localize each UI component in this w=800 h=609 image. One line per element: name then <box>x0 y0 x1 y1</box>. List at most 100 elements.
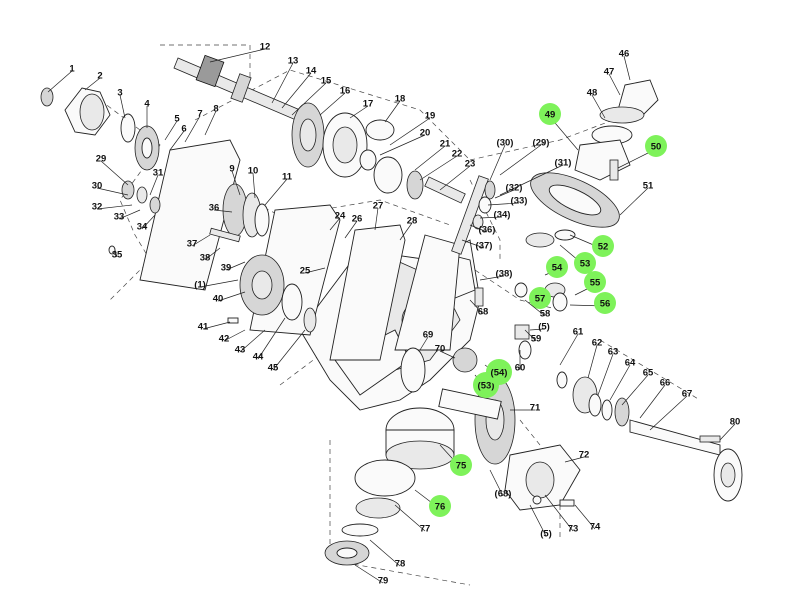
leader-line-p40 <box>217 291 246 302</box>
part-label-p2: 2 <box>97 71 102 82</box>
part-label-p10: 10 <box>248 166 259 177</box>
leader-line-p9 <box>231 170 241 196</box>
part-label-p31: 31 <box>153 168 164 179</box>
leader-line-p3 <box>119 94 126 119</box>
leader-line-p39 <box>225 261 246 271</box>
leader-line-p44 <box>257 317 286 360</box>
leader-line-p59 <box>524 329 537 342</box>
part-label-r5b: (5) <box>540 529 552 540</box>
leader-line-p58 <box>524 299 546 317</box>
part-label-r1: (1) <box>194 280 206 291</box>
part-label-p51: 51 <box>643 181 654 192</box>
leader-line-r37 <box>461 239 485 249</box>
differential-crown-assembly <box>525 79 659 248</box>
leader-line-r36 <box>469 224 488 233</box>
part-label-p74: 74 <box>590 522 601 533</box>
leader-line-r34 <box>479 216 503 219</box>
part-label-p8: 8 <box>213 104 218 115</box>
leader-line-p51 <box>619 187 649 216</box>
leader-line-p14 <box>281 72 312 109</box>
leader-line-p32 <box>96 204 133 210</box>
part-label-p41: 41 <box>198 322 209 333</box>
leader-line-p6 <box>169 130 185 151</box>
part-label-p18: 18 <box>395 94 406 105</box>
leader-line-r38 <box>479 275 505 281</box>
highlight-marker-p52 <box>592 235 614 257</box>
input-shaft <box>173 54 301 121</box>
part-label-p80: 80 <box>730 417 741 428</box>
part-label-p14: 14 <box>306 66 317 77</box>
leader-line-p16 <box>319 92 346 116</box>
upper-gear-train <box>291 102 466 204</box>
leader-line-p35 <box>114 249 118 258</box>
leader-line-p18 <box>384 100 401 123</box>
part-label-p78: 78 <box>395 559 406 570</box>
leader-line-p37 <box>191 234 211 247</box>
part-label-p12: 12 <box>260 42 271 53</box>
ring-gear-assembly <box>400 347 516 465</box>
part-label-p5: 5 <box>174 114 180 125</box>
part-label-p54: 54 <box>552 263 563 274</box>
leader-line-p7 <box>184 115 201 143</box>
differential-pinions <box>474 282 568 360</box>
leader-line-p68 <box>469 299 484 315</box>
part-label-p69: 69 <box>423 330 434 341</box>
part-label-p3: 3 <box>117 88 122 99</box>
part-label-p29: 29 <box>96 154 107 165</box>
part-label-p21: 21 <box>440 139 451 150</box>
left-lower-cluster <box>108 180 270 255</box>
part-label-p52: 52 <box>598 242 609 253</box>
leader-line-r29 <box>499 144 542 176</box>
part-label-p26: 26 <box>352 214 363 225</box>
leader-line-p63 <box>597 353 614 396</box>
part-label-p34: 34 <box>137 222 148 233</box>
leader-line-p45 <box>272 329 306 371</box>
part-label-r31: (31) <box>555 158 572 169</box>
part-label-p46: 46 <box>619 49 630 60</box>
part-label-p66: 66 <box>660 378 671 389</box>
highlight-marker-p57 <box>529 287 551 309</box>
part-label-p11: 11 <box>282 172 293 183</box>
part-label-p35: 35 <box>112 250 123 261</box>
leader-line-p13 <box>271 62 294 104</box>
leader-line-p61 <box>559 333 579 366</box>
part-label-p70: 70 <box>435 344 446 355</box>
part-label-p28: 28 <box>407 216 418 227</box>
bearing-housing <box>504 444 581 511</box>
leader-line-p25 <box>304 267 326 274</box>
part-label-p30: 30 <box>92 181 103 192</box>
part-label-p77: 77 <box>420 524 431 535</box>
leader-line-p24 <box>329 217 341 231</box>
leader-line-p62 <box>587 344 598 379</box>
part-label-p24: 24 <box>335 211 346 222</box>
part-label-p67: 67 <box>682 389 693 400</box>
lower-left-gears <box>227 254 317 333</box>
part-label-p37: 37 <box>187 239 198 250</box>
leader-line-p17 <box>349 105 369 119</box>
part-label-r29: (29) <box>533 138 550 149</box>
leader-line-p28 <box>399 222 413 241</box>
leader-line-p30 <box>96 187 129 196</box>
leader-line-p2 <box>84 77 101 91</box>
part-label-p17: 17 <box>363 99 374 110</box>
leader-line-p31 <box>149 174 159 196</box>
leader-line-p70 <box>439 350 456 359</box>
leader-line-p21 <box>414 145 446 171</box>
leader-line-p80 <box>719 423 736 441</box>
leader-line-p41 <box>202 321 231 330</box>
leader-line-p27 <box>374 207 379 231</box>
leader-line-r5b <box>529 504 547 537</box>
part-label-p55: 55 <box>590 278 601 289</box>
part-label-p22: 22 <box>452 149 463 160</box>
part-label-p9: 9 <box>229 164 234 175</box>
part-label-p58: 58 <box>540 309 551 320</box>
part-label-p65: 65 <box>643 368 654 379</box>
leader-line-p48 <box>591 94 606 119</box>
leader-line-r32 <box>494 189 515 199</box>
part-label-p47: 47 <box>604 67 615 78</box>
leader-line-r1 <box>199 279 239 288</box>
part-label-p62: 62 <box>592 338 603 349</box>
part-label-p40: 40 <box>213 294 224 305</box>
leader-line-r68 <box>489 469 504 497</box>
